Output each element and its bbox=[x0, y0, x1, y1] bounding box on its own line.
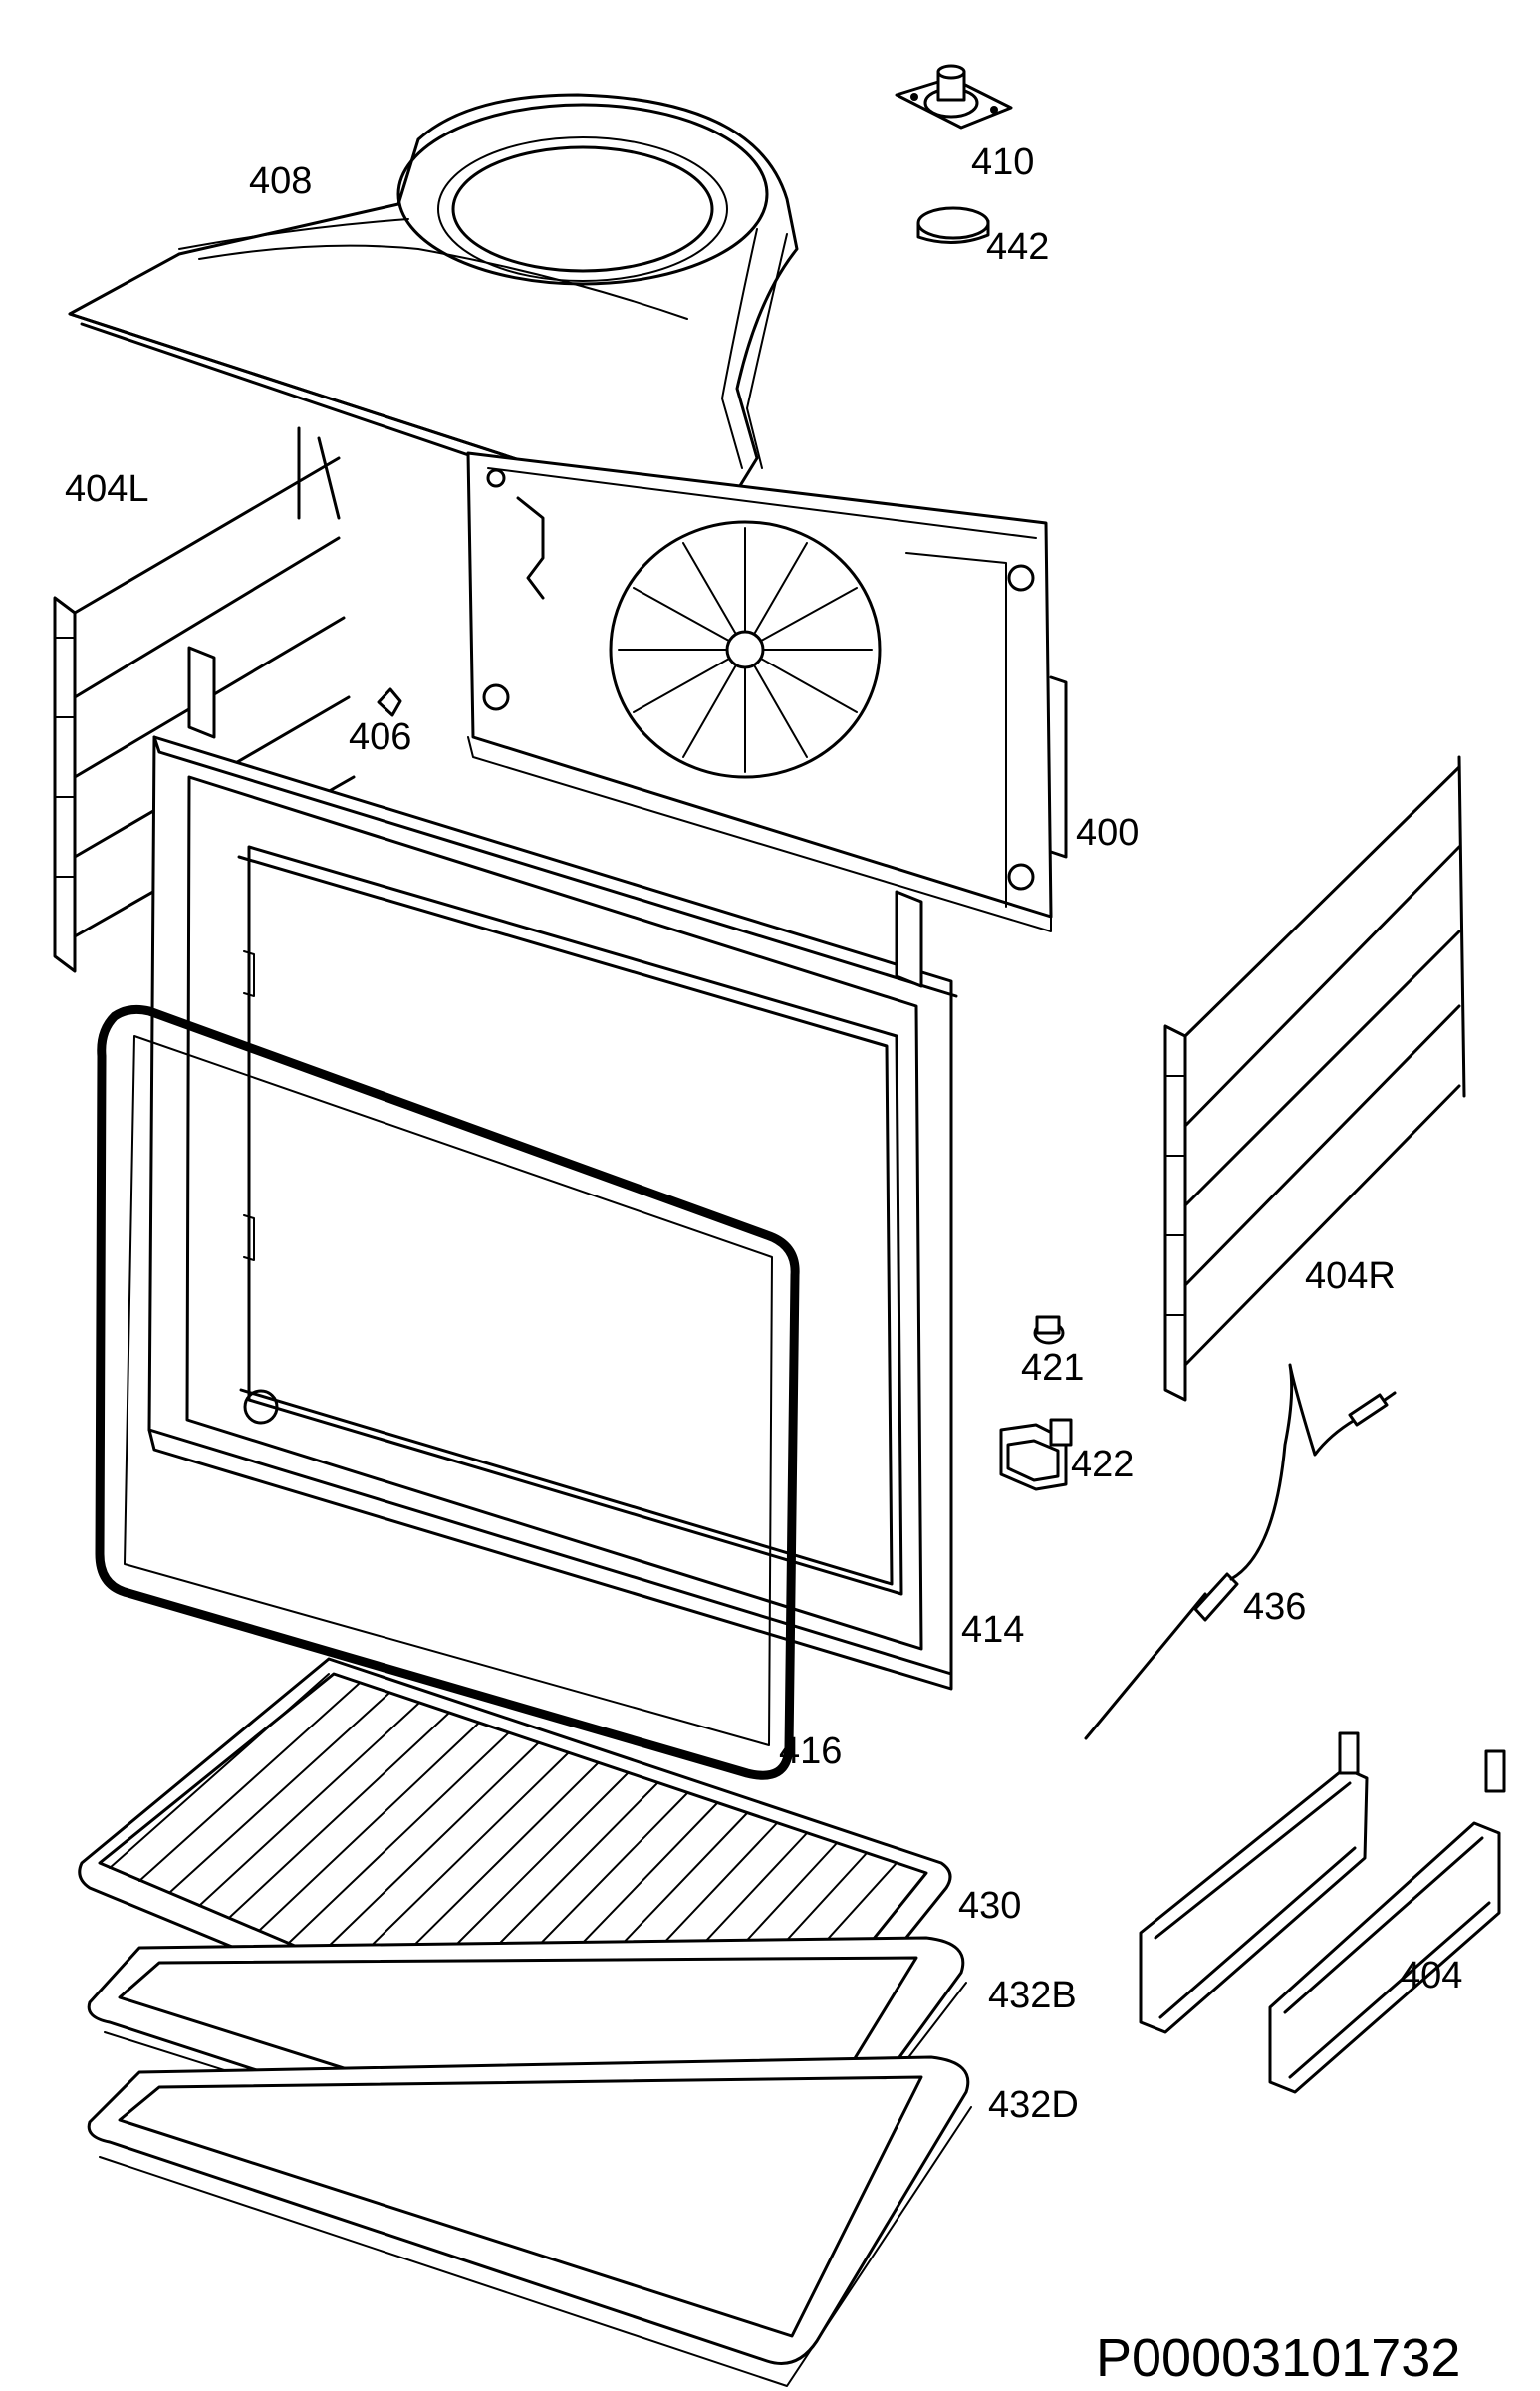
label-432D: 432D bbox=[988, 2084, 1079, 2126]
label-432B: 432B bbox=[988, 1975, 1077, 2016]
label-408: 408 bbox=[249, 160, 312, 202]
label-430: 430 bbox=[958, 1885, 1021, 1927]
part-406-clip bbox=[377, 687, 402, 717]
part-422-lamp-holder bbox=[999, 1418, 1073, 1491]
part-404R-right-rack bbox=[1163, 755, 1466, 1402]
part-404-telescopic-rails bbox=[1139, 1731, 1506, 2094]
part-400-back-panel bbox=[466, 451, 1068, 932]
label-410: 410 bbox=[971, 141, 1034, 183]
part-432D-deep-tray bbox=[87, 2055, 972, 2387]
label-421: 421 bbox=[1021, 1347, 1084, 1389]
label-406: 406 bbox=[349, 716, 411, 758]
part-408-fan-cover bbox=[68, 93, 799, 535]
label-436: 436 bbox=[1243, 1586, 1306, 1628]
label-404: 404 bbox=[1400, 1955, 1462, 1996]
label-422: 422 bbox=[1071, 1444, 1134, 1485]
document-id: P00003101732 bbox=[1096, 2328, 1460, 2388]
part-421-knob bbox=[1033, 1315, 1065, 1345]
part-416-door-seal bbox=[95, 1004, 800, 1780]
label-416: 416 bbox=[779, 1730, 842, 1772]
part-442-disc bbox=[916, 206, 990, 245]
part-414-door-frame bbox=[147, 646, 958, 1691]
label-404L: 404L bbox=[65, 468, 149, 510]
label-404R: 404R bbox=[1305, 1255, 1396, 1297]
part-410-bearing bbox=[895, 64, 1013, 130]
label-414: 414 bbox=[961, 1609, 1024, 1651]
label-442: 442 bbox=[986, 226, 1049, 268]
part-436-probe bbox=[1084, 1363, 1397, 1740]
label-400: 400 bbox=[1076, 812, 1139, 854]
